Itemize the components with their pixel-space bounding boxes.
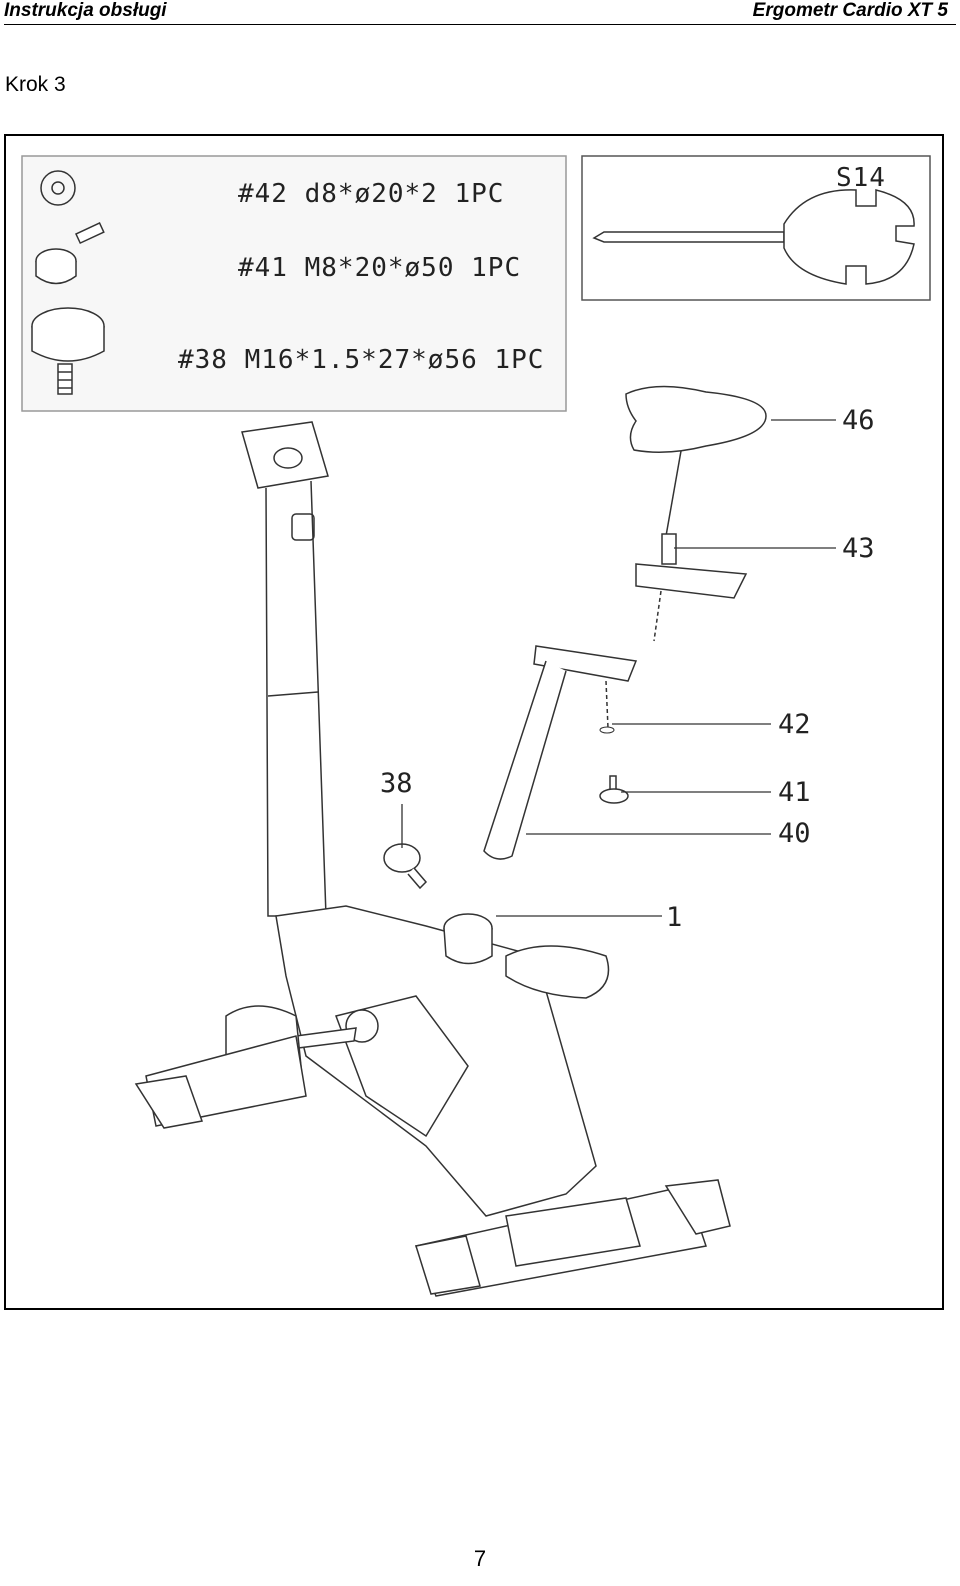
step-title: Krok 3 — [5, 73, 66, 96]
assembly-diagram-frame: #42 d8*ø20*2 1PC #41 M8*20*ø50 1PC #38 M… — [4, 134, 944, 1310]
knob-bolt-icon — [35, 222, 105, 285]
seat-slider — [635, 533, 748, 642]
hardware-item-42: #42 d8*ø20*2 1PC — [238, 179, 504, 209]
hardware-item-41: #41 M8*20*ø50 1PC — [238, 253, 521, 283]
seat — [625, 385, 767, 537]
page-number: 7 — [473, 1546, 487, 1571]
part-label-46: 46 — [842, 405, 875, 436]
console-mast — [241, 421, 329, 917]
hardware-item-38: #38 M16*1.5*27*ø56 1PC — [178, 345, 544, 375]
knob-part-38 — [383, 843, 428, 890]
manual-title: Instrukcja obsługi — [4, 0, 167, 21]
part-label-42: 42 — [778, 709, 811, 740]
product-name: Ergometr Cardio XT 5 — [752, 0, 948, 21]
part-label-1: 1 — [666, 902, 682, 933]
washer-part — [599, 726, 615, 734]
assembly-diagram: #42 d8*ø20*2 1PC #41 M8*20*ø50 1PC #38 M… — [21, 155, 931, 1297]
part-label-43: 43 — [842, 533, 875, 564]
bike-body — [134, 905, 731, 1297]
adjustment-knob-icon — [31, 307, 105, 395]
leader-lines — [401, 419, 836, 917]
washer-icon — [40, 170, 76, 206]
part-label-40: 40 — [778, 818, 811, 849]
screwdriver-wrench-icon — [592, 189, 915, 285]
hardware-box — [21, 155, 567, 412]
tool-label: S14 — [836, 163, 886, 193]
seat-post — [483, 645, 638, 860]
part-label-41: 41 — [778, 777, 811, 808]
header-rule — [4, 24, 956, 25]
knob-part-41 — [599, 775, 629, 804]
part-label-38: 38 — [380, 768, 413, 799]
